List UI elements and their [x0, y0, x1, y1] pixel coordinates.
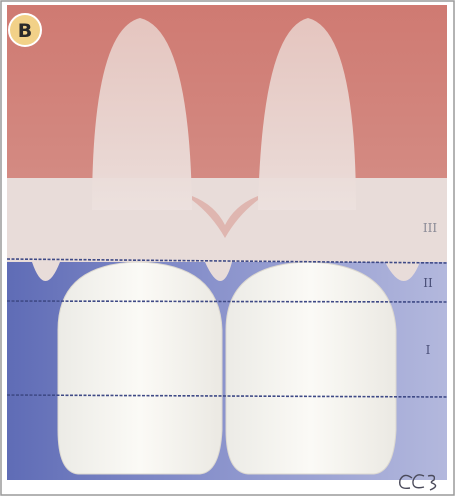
- zone-label-i: I: [426, 343, 431, 357]
- zone-label-iii: III: [423, 221, 437, 235]
- panel-label: B: [18, 20, 32, 42]
- crown-left: [58, 262, 222, 474]
- gum-region: [7, 5, 447, 195]
- zone-label-ii: II: [423, 276, 433, 290]
- crown-right: [226, 262, 396, 474]
